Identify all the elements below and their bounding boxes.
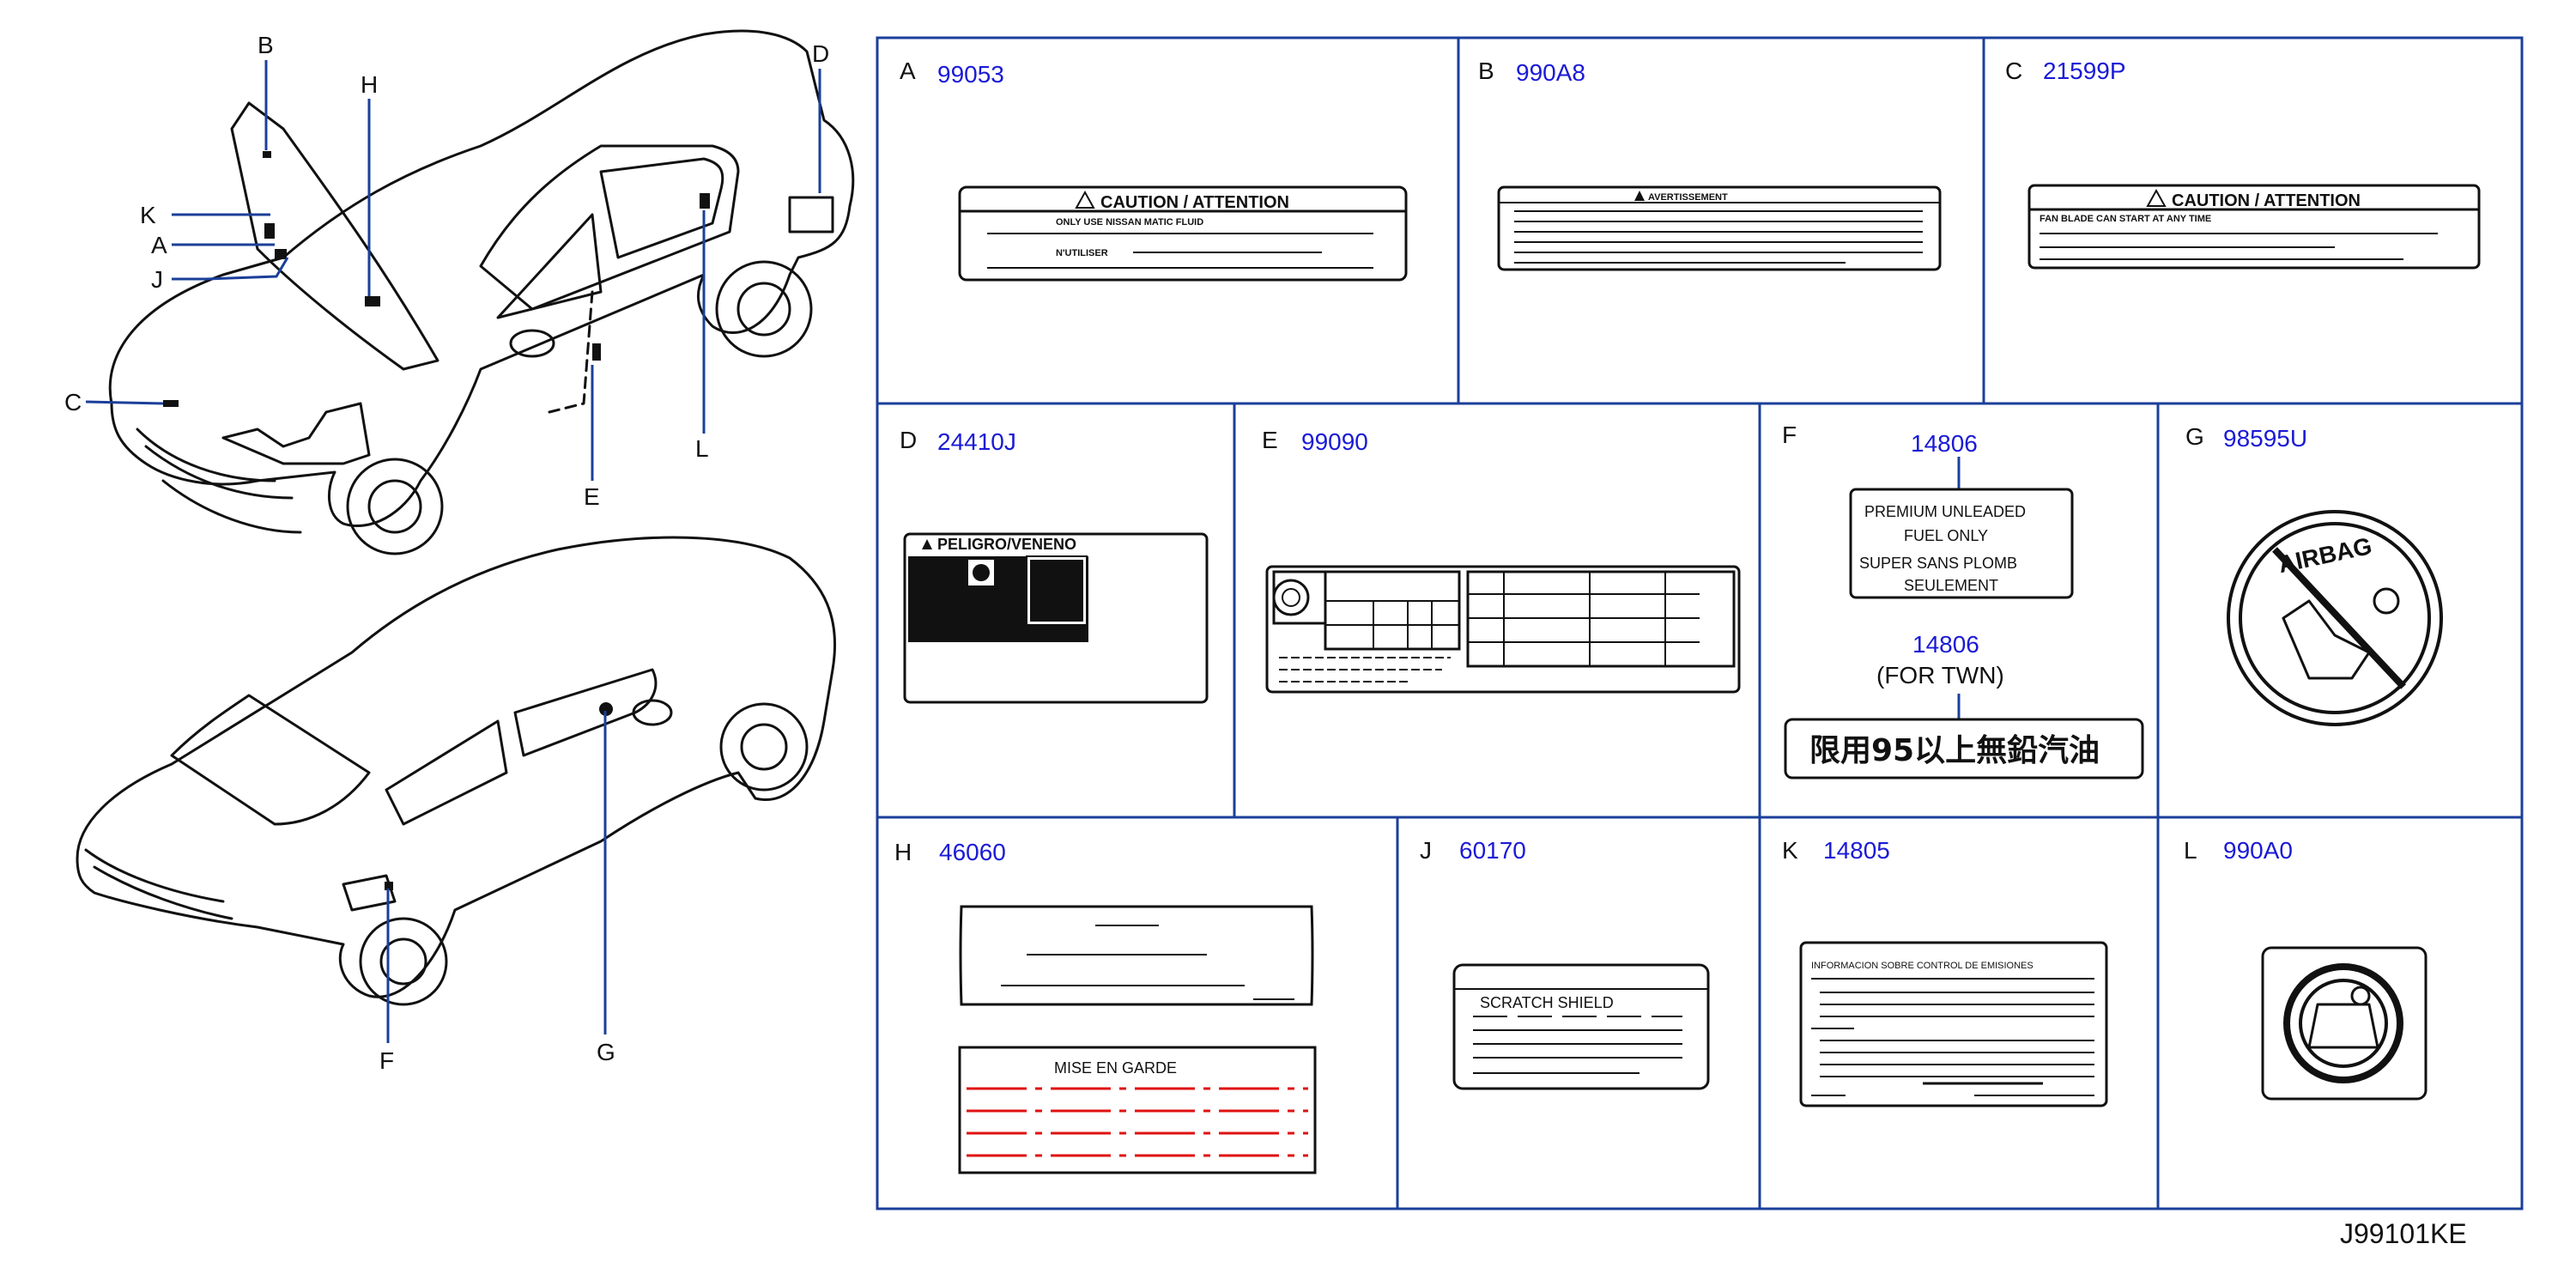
panel-headers: A 99053 B 990A8 C 21599P D 24410J E 9909… <box>894 58 2307 865</box>
panel-g <box>2156 402 2524 819</box>
panel-c-letter: C <box>2005 58 2022 84</box>
panel-e-letter: E <box>1262 427 1278 453</box>
panel-b-part: 990A8 <box>1516 59 1585 86</box>
label-f: PREMIUM UNLEADED FUEL ONLY SUPER SANS PL… <box>1784 457 2144 780</box>
label-f-chinese: 限用95以上無鉛汽油 <box>1809 733 2100 768</box>
panel-d-letter: D <box>900 427 917 453</box>
car-front-view <box>108 29 855 555</box>
panel-h-part: 46060 <box>939 839 1006 865</box>
label-f-seulement: SEULEMENT <box>1904 577 1998 594</box>
callout-e: E <box>584 483 600 510</box>
panel-g-letter: G <box>2185 423 2204 450</box>
label-a-line1: ONLY USE NISSAN MATIC FLUID <box>1056 217 1203 228</box>
callout-a: A <box>151 232 167 258</box>
label-a: CAUTION / ATTENTION ONLY USE NISSAN MATI… <box>958 185 1408 282</box>
label-f-part2: 14806 <box>1912 631 1979 658</box>
callout-l: L <box>695 435 709 462</box>
callout-leaders <box>85 60 821 1043</box>
callout-d: D <box>812 40 829 67</box>
callout-c: C <box>64 389 82 416</box>
panel-f-letter: F <box>1782 422 1797 448</box>
label-f-fuel: FUEL ONLY <box>1904 527 1988 544</box>
panel-k-part: 14805 <box>1823 837 1890 864</box>
car-rear-view <box>76 536 837 1006</box>
label-b: AVERTISSEMENT <box>1497 185 1942 271</box>
label-c: CAUTION / ATTENTION FAN BLADE CAN START … <box>2027 184 2481 270</box>
panel-j-letter: J <box>1420 837 1432 864</box>
panel-c-part: 21599P <box>2043 58 2126 84</box>
label-k-header: INFORMACION SOBRE CONTROL DE EMISIONES <box>1811 961 2034 971</box>
label-j: SCRATCH SHIELD <box>1452 963 1710 1090</box>
label-d-header: PELIGRO/VENENO <box>937 536 1076 553</box>
label-h-mise: MISE EN GARDE <box>1054 1059 1177 1077</box>
panel-e-part: 99090 <box>1301 428 1368 455</box>
panel-l-part: 990A0 <box>2223 837 2293 864</box>
panel-j-part: 60170 <box>1459 837 1526 864</box>
label-a-line2: N'UTILISER <box>1056 248 1108 258</box>
panel-g-part: 98595U <box>2223 425 2307 452</box>
label-j-scratch: SCRATCH SHIELD <box>1480 994 1614 1011</box>
callout-h: H <box>361 71 378 98</box>
label-d: PELIGRO/VENENO <box>903 532 1209 704</box>
panel-b-letter: B <box>1478 58 1494 84</box>
label-h: MISE EN GARDE <box>958 905 1317 1174</box>
panel-h-letter: H <box>894 839 912 865</box>
callout-b: B <box>258 32 274 58</box>
label-f-premium: PREMIUM UNLEADED <box>1864 503 2026 520</box>
callout-g: G <box>597 1039 615 1065</box>
label-k: INFORMACION SOBRE CONTROL DE EMISIONES <box>1799 941 2108 1107</box>
panel-a-part: 99053 <box>937 61 1004 88</box>
callout-j: J <box>151 266 163 293</box>
panel-d-part: 24410J <box>937 428 1016 455</box>
label-f-super: SUPER SANS PLOMB <box>1859 555 2017 572</box>
label-e <box>1265 565 1741 694</box>
callout-letters: B H D K A J C E L F G <box>64 32 829 1074</box>
panel-a-letter: A <box>900 58 916 84</box>
label-c-line1: FAN BLADE CAN START AT ANY TIME <box>2040 214 2211 224</box>
label-a-caution: CAUTION / ATTENTION <box>1100 193 1289 212</box>
panel-k-letter: K <box>1782 837 1798 864</box>
callout-f: F <box>379 1047 394 1074</box>
label-l <box>2261 946 2428 1101</box>
panel-l-letter: L <box>2184 837 2197 864</box>
label-b-header: AVERTISSEMENT <box>1648 192 1728 203</box>
callout-k: K <box>140 202 156 228</box>
diagram-code: J99101KE <box>2340 1218 2467 1249</box>
label-c-caution: CAUTION / ATTENTION <box>2172 191 2361 210</box>
label-f-for: (FOR TWN) <box>1876 662 2004 689</box>
panel-f-part: 14806 <box>1911 430 1978 457</box>
